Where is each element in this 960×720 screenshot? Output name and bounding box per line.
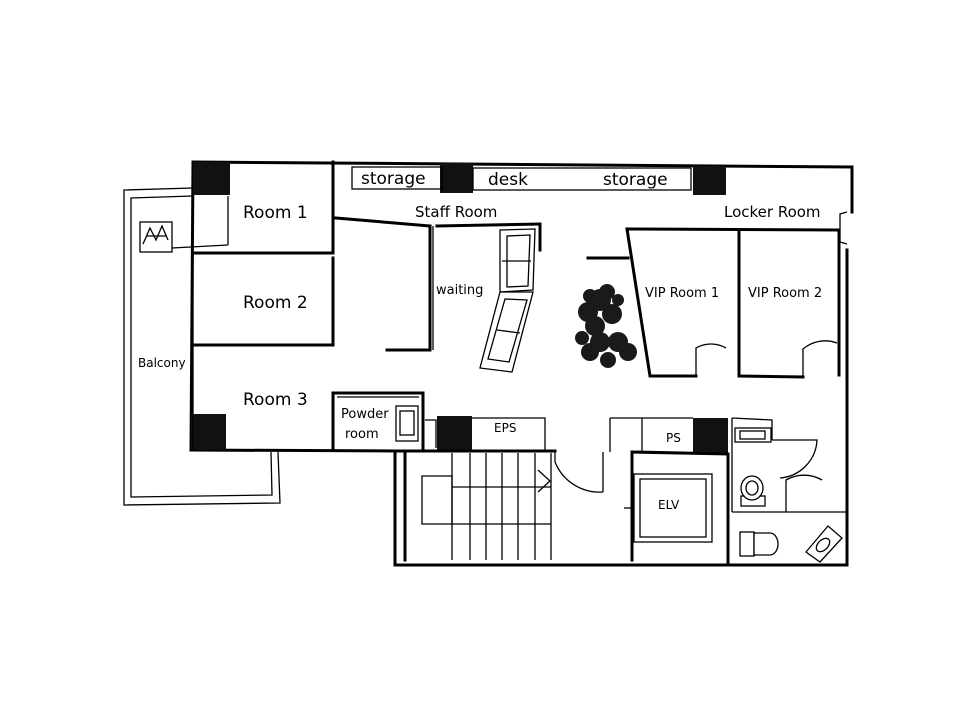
storage-desk-counter [351,166,692,191]
ps-label: PS [666,431,681,445]
balcony-area [123,187,281,506]
structural-pillars [191,162,728,454]
storage-right-label: storage [603,170,668,190]
plant-icon [575,284,637,368]
elevator-shaft [624,450,713,562]
shower-fixture-icon [139,221,173,253]
desk-label: desk [488,170,528,190]
balcony-label: Balcony [138,356,186,370]
eps-label: EPS [494,421,516,435]
urinal-icon [739,531,779,557]
outer-walls [189,160,854,567]
staff-room-walls [334,216,630,352]
service-row [393,417,730,493]
locker-room-label: Locker Room [724,203,821,221]
staff-room-label: Staff Room [415,203,497,221]
restroom-area [726,417,847,567]
vip-room-1-label: VIP Room 1 [645,286,719,301]
toilet-icon [740,475,766,507]
storage-left-label: storage [361,169,426,189]
vip-room-walls [625,227,841,379]
waiting-label: waiting [436,283,483,298]
room-3-label: Room 3 [243,390,308,410]
room-2-label: Room 2 [243,293,308,313]
stairwell [393,449,552,562]
elv-label: ELV [658,498,680,512]
vip-room-2-label: VIP Room 2 [748,286,822,301]
powder-room-label-line2: room [345,427,379,442]
sink-icon [805,525,843,563]
waiting-sofa-icon [479,228,536,373]
room-1-label: Room 1 [243,203,308,223]
powder-room-label-line1: Powder [341,407,389,422]
guest-room-walls [171,160,335,452]
powder-room [331,391,437,452]
